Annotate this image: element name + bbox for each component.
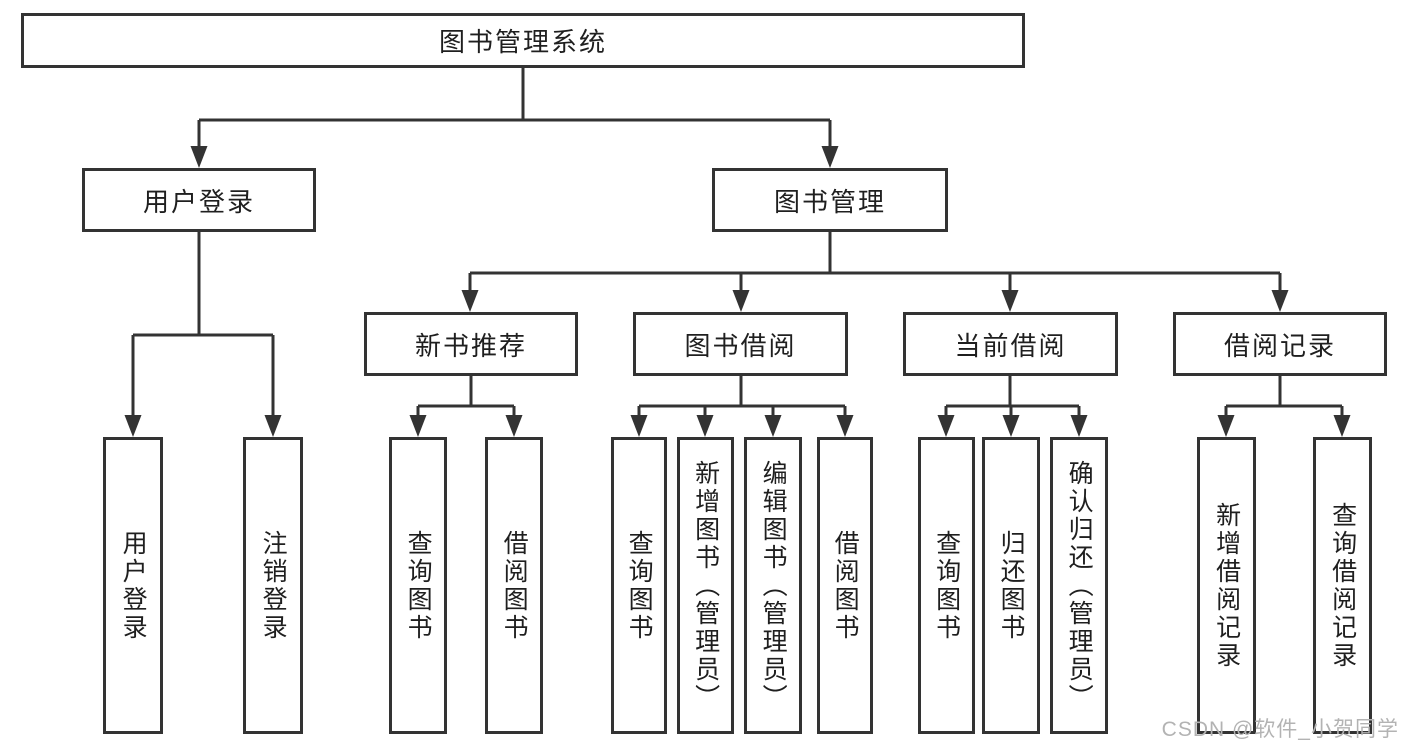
arrowhead-icon: [696, 415, 714, 437]
leaf-add-record: 新增借阅记录: [1197, 437, 1256, 734]
arrowhead-icon: [190, 146, 208, 168]
arrowhead-icon: [836, 415, 854, 437]
watermark: CSDN @软件_小贺同学: [1161, 718, 1399, 741]
arrowhead-icon: [630, 415, 648, 437]
arrowhead-icon: [821, 146, 839, 168]
arrowhead-icon: [1333, 415, 1351, 437]
arrowhead-icon: [1002, 415, 1020, 437]
arrowhead-icon: [505, 415, 523, 437]
leaf-edit-book: 编辑图书（管理员）: [744, 437, 802, 734]
leaf-user-login: 用户登录: [103, 437, 163, 734]
arrowhead-icon: [732, 290, 750, 312]
leaf-return-book: 归还图书: [982, 437, 1040, 734]
arrowhead-icon: [409, 415, 427, 437]
leaf-borrow-book-2: 借阅图书: [817, 437, 873, 734]
leaf-confirm-return: 确认归还（管理员）: [1050, 437, 1108, 734]
arrowhead-icon: [1217, 415, 1235, 437]
node-book-mgmt: 图书管理: [712, 168, 948, 232]
arrowhead-icon: [1070, 415, 1088, 437]
leaf-query-book-3: 查询图书: [918, 437, 975, 734]
leaf-borrow-book-1: 借阅图书: [485, 437, 543, 734]
arrowhead-icon: [461, 290, 479, 312]
node-new-book-rec: 新书推荐: [364, 312, 578, 376]
arrowhead-icon: [124, 415, 142, 437]
leaf-query-book-1: 查询图书: [389, 437, 447, 734]
leaf-add-book: 新增图书（管理员）: [677, 437, 734, 734]
node-book-borrow: 图书借阅: [633, 312, 848, 376]
leaf-query-record: 查询借阅记录: [1313, 437, 1372, 734]
node-current-borrow: 当前借阅: [903, 312, 1118, 376]
arrowhead-icon: [937, 415, 955, 437]
node-borrow-records: 借阅记录: [1173, 312, 1387, 376]
arrowhead-icon: [1001, 290, 1019, 312]
node-root: 图书管理系统: [21, 13, 1025, 68]
arrowhead-icon: [264, 415, 282, 437]
arrowhead-icon: [764, 415, 782, 437]
arrowhead-icon: [1271, 290, 1289, 312]
leaf-logout: 注销登录: [243, 437, 303, 734]
leaf-query-book-2: 查询图书: [611, 437, 667, 734]
node-user-login: 用户登录: [82, 168, 316, 232]
